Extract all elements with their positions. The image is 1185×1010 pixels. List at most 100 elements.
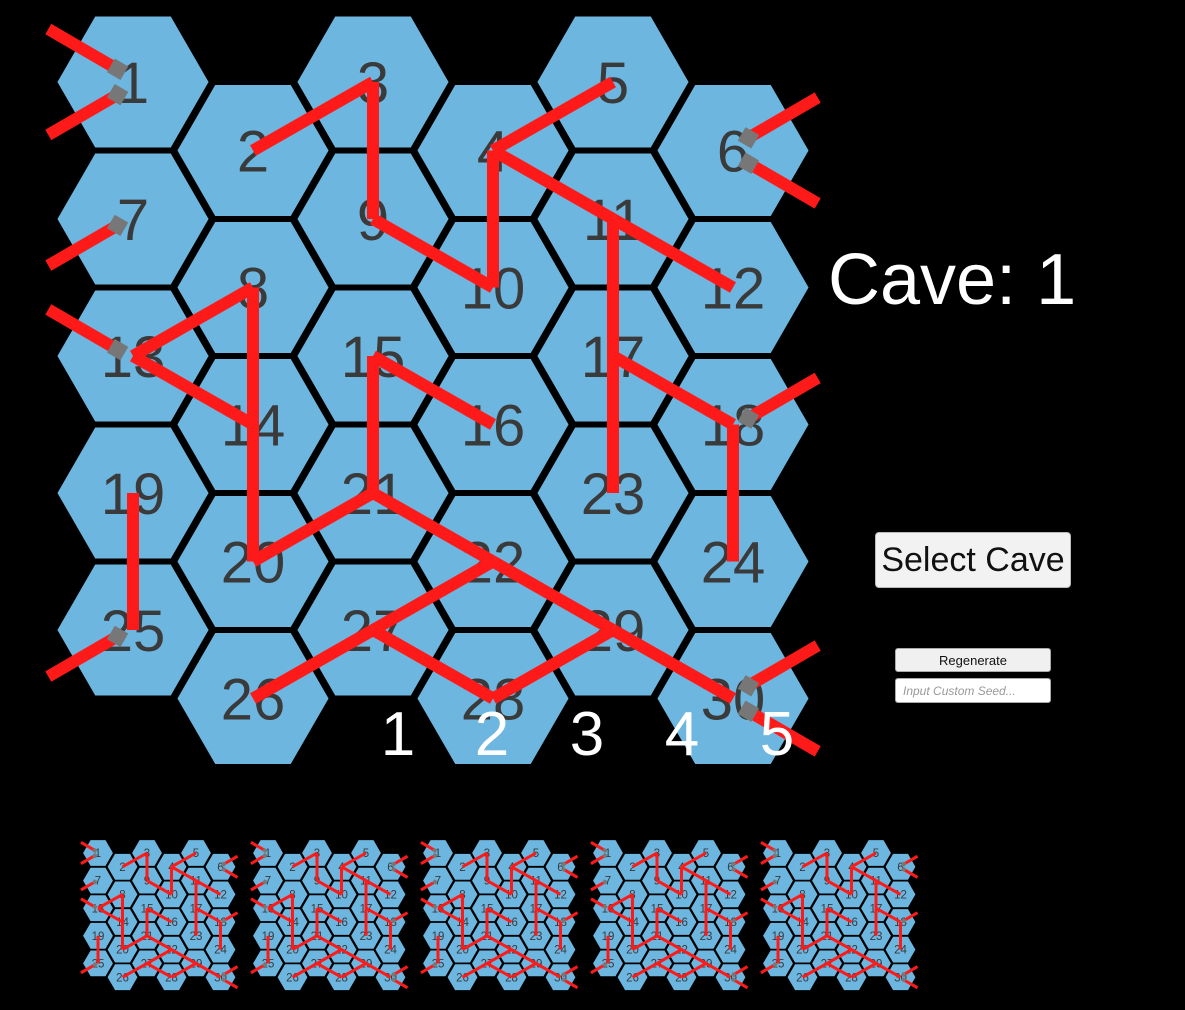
room-hex	[810, 894, 844, 923]
room-number: 16	[461, 393, 526, 458]
room-hex	[54, 14, 212, 150]
tunnel	[267, 893, 294, 910]
tunnel	[437, 893, 464, 910]
cave-option-3[interactable]: 3	[569, 700, 605, 769]
tunnel	[656, 906, 683, 924]
tunnel	[631, 851, 658, 869]
portal-marker	[602, 879, 608, 885]
select-cave-button[interactable]: Select Cave	[875, 532, 1071, 588]
tunnel	[195, 879, 222, 896]
custom-seed-input[interactable]	[895, 678, 1051, 703]
room-number: 6	[387, 862, 393, 874]
cave-option-1[interactable]: 1	[380, 700, 416, 769]
portal-marker	[220, 971, 227, 978]
tunnel	[291, 851, 318, 869]
portal-marker	[390, 977, 397, 983]
tunnel	[850, 948, 877, 965]
tunnel	[705, 879, 732, 896]
edge-tunnel	[760, 841, 776, 852]
portal-marker	[92, 904, 98, 910]
room-number: 2	[629, 862, 635, 874]
portal-marker	[737, 700, 760, 722]
edge-tunnel	[250, 897, 266, 909]
room-number: 25	[92, 959, 105, 971]
tunnel	[461, 962, 488, 979]
cave-thumbnail-4[interactable]: 1234567891011121314151617181920212223242…	[590, 839, 749, 992]
edge-tunnel	[45, 220, 121, 271]
portal-marker	[432, 852, 438, 859]
room-number: 2	[289, 862, 295, 874]
tunnel	[631, 962, 658, 979]
portal-marker	[602, 962, 608, 968]
tunnel	[510, 962, 537, 979]
portal-marker	[560, 866, 567, 873]
portal-marker	[92, 847, 98, 854]
portal-marker	[900, 977, 907, 983]
portal-marker	[106, 58, 129, 80]
portal-marker	[772, 847, 778, 854]
tunnel	[121, 934, 148, 951]
tunnel	[680, 948, 707, 965]
tunnel	[170, 865, 197, 882]
edge-tunnel	[80, 854, 96, 865]
room-number: 25	[772, 959, 785, 971]
tunnel	[680, 851, 707, 869]
cave-thumbnail-5[interactable]: 1234567891011121314151617181920212223242…	[760, 839, 919, 992]
edge-tunnel	[420, 880, 436, 892]
cave-option-5[interactable]: 5	[759, 700, 795, 769]
tunnel	[340, 962, 367, 979]
portal-marker	[432, 904, 438, 910]
portal-marker	[92, 879, 98, 885]
cave-thumbnail-1[interactable]: 1234567891011121314151617181920212223242…	[80, 839, 239, 992]
cave-thumbnail-2[interactable]: 1234567891011121314151617181920212223242…	[250, 839, 409, 992]
tunnel	[291, 962, 318, 979]
tunnel	[195, 962, 222, 979]
edge-tunnel	[902, 911, 919, 923]
regenerate-button[interactable]: Regenerate	[895, 648, 1051, 672]
room-number: 23	[530, 931, 543, 943]
portal-marker	[737, 675, 760, 697]
tunnel	[801, 962, 828, 979]
edge-tunnel	[80, 880, 96, 892]
tunnel	[850, 865, 877, 882]
tunnel	[486, 879, 513, 896]
tunnel	[461, 851, 488, 869]
edge-tunnel	[745, 92, 821, 143]
edge-tunnel	[222, 911, 239, 923]
tunnel	[850, 962, 877, 979]
room-number: 6	[897, 862, 903, 874]
room-hex	[276, 852, 309, 881]
tunnel	[437, 906, 464, 924]
portal-marker	[432, 879, 438, 885]
cave-thumbnail-3[interactable]: 1234567891011121314151617181920212223242…	[420, 839, 579, 992]
tunnel	[146, 934, 173, 951]
portal-marker	[92, 962, 98, 968]
tunnel	[510, 948, 537, 965]
room-number: 25	[262, 959, 275, 971]
portal-marker	[262, 904, 268, 910]
portal-marker	[602, 847, 608, 854]
tunnel	[365, 962, 392, 979]
portal-marker	[730, 971, 737, 978]
portal-marker	[262, 879, 268, 885]
portal-marker	[737, 127, 760, 149]
room-number: 6	[557, 862, 563, 874]
edge-tunnel	[732, 868, 749, 879]
edge-tunnel	[392, 978, 409, 990]
edge-tunnel	[45, 304, 121, 355]
room-number: 12	[701, 256, 766, 321]
tunnel	[656, 879, 683, 896]
portal-marker	[92, 852, 98, 859]
cave-option-4[interactable]: 4	[664, 700, 700, 769]
edge-tunnel	[732, 911, 749, 923]
tunnel	[826, 879, 853, 896]
room-number: 25	[602, 959, 615, 971]
edge-tunnel	[760, 854, 776, 865]
room-hex	[591, 866, 625, 895]
cave-option-2[interactable]: 2	[474, 700, 510, 769]
room-number: 6	[717, 119, 749, 184]
room-number: 2	[237, 119, 269, 184]
edge-tunnel	[732, 965, 749, 976]
tunnel	[777, 906, 804, 924]
